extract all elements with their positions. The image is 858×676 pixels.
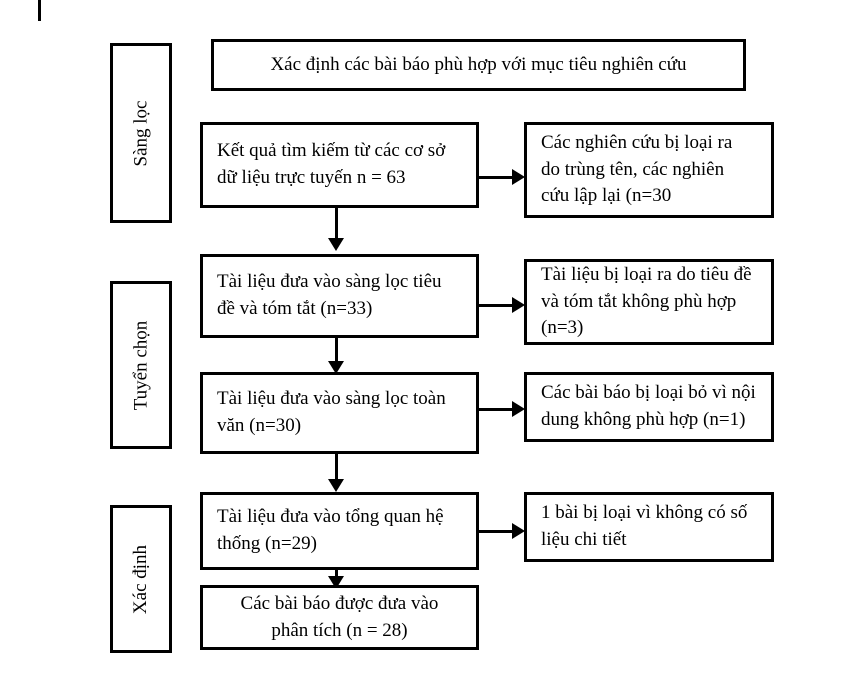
- stage-label-sang-loc: Sàng lọc: [110, 43, 172, 223]
- box-duplicates-excluded: Các nghiên cứu bị loại ra do trùng tên, …: [524, 122, 774, 218]
- connector-line-fulltext-to-review: [335, 454, 338, 486]
- box-label: Tài liệu đưa vào sàng lọc toàn văn (n=30…: [217, 388, 446, 436]
- box-label: Xác định các bài báo phù hợp với mục tiê…: [270, 53, 687, 75]
- box-label: Tài liệu đưa vào tổng quan hệ thống (n=2…: [217, 506, 444, 554]
- box-no-detail-data-excluded: 1 bài bị loại vì không có số liệu chi ti…: [524, 492, 774, 562]
- stage-label-xac-dinh: Xác định: [110, 505, 172, 653]
- box-label: Các nghiên cứu bị loại ra do trùng tên, …: [541, 131, 733, 207]
- box-label: Kết quả tìm kiếm từ các cơ sở dữ liệu tr…: [217, 140, 446, 188]
- box-label: Tài liệu đưa vào sàng lọc tiêu đề và tóm…: [217, 271, 442, 319]
- connector-arrowhead-review-to-excluded: [512, 523, 525, 539]
- box-label: Các bài báo được đưa vào phân tích (n = …: [240, 592, 439, 641]
- box-systematic-review: Tài liệu đưa vào tổng quan hệ thống (n=2…: [200, 492, 479, 570]
- box-included-analysis: Các bài báo được đưa vào phân tích (n = …: [200, 585, 479, 650]
- connector-arrowhead-title-to-excluded: [512, 297, 525, 313]
- stage-label-tuyen-chon: Tuyển chọn: [110, 281, 172, 449]
- connector-line-review-to-excluded: [479, 530, 514, 533]
- connector-arrowhead-search-to-duplicates: [512, 169, 525, 185]
- stage-label-text: Sàng lọc: [130, 100, 152, 166]
- connector-line-search-to-title-screening: [335, 208, 338, 245]
- box-search-results: Kết quả tìm kiếm từ các cơ sở dữ liệu tr…: [200, 122, 479, 208]
- stage-label-text: Tuyển chọn: [130, 320, 152, 410]
- box-label: 1 bài bị loại vì không có số liệu chi ti…: [541, 502, 748, 550]
- connector-line-search-to-duplicates: [479, 176, 514, 179]
- page-margin-tick: [38, 0, 41, 21]
- connector-arrowhead-search-to-title-screening: [328, 238, 344, 251]
- box-content-excluded: Các bài báo bị loại bỏ vì nội dung không…: [524, 372, 774, 442]
- connector-line-fulltext-to-excluded: [479, 408, 514, 411]
- stage-label-text: Xác định: [130, 544, 152, 614]
- box-label: Tài liệu bị loại ra do tiêu đề và tóm tắ…: [541, 263, 752, 339]
- connector-line-title-to-fulltext: [335, 338, 338, 368]
- connector-arrowhead-title-to-fulltext: [328, 361, 344, 374]
- connector-arrowhead-fulltext-to-review: [328, 479, 344, 492]
- connector-arrowhead-fulltext-to-excluded: [512, 401, 525, 417]
- box-title-abstract-screening: Tài liệu đưa vào sàng lọc tiêu đề và tóm…: [200, 254, 479, 338]
- box-fulltext-screening: Tài liệu đưa vào sàng lọc toàn văn (n=30…: [200, 372, 479, 454]
- box-title-abstract-excluded: Tài liệu bị loại ra do tiêu đề và tóm tắ…: [524, 259, 774, 345]
- box-label: Các bài báo bị loại bỏ vì nội dung không…: [541, 382, 756, 430]
- box-objective-identification: Xác định các bài báo phù hợp với mục tiê…: [211, 39, 746, 91]
- connector-line-title-to-excluded: [479, 304, 514, 307]
